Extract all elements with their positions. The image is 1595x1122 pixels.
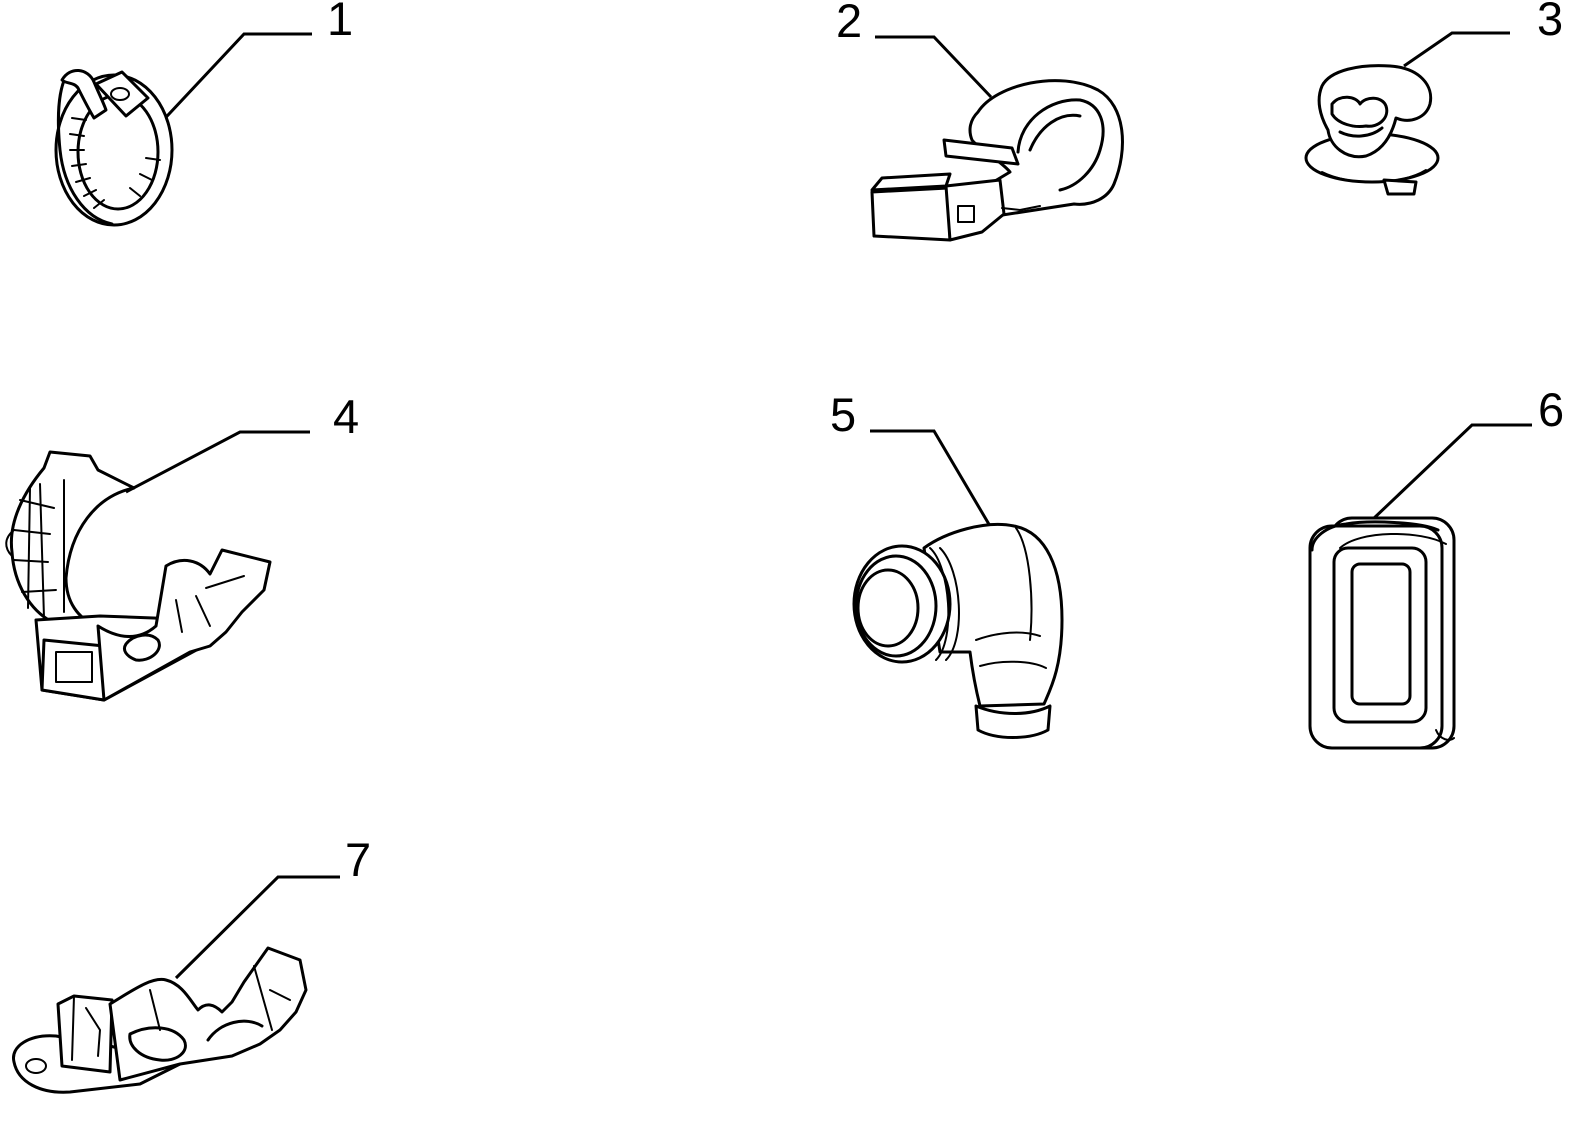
- leader-line-1: [152, 32, 312, 132]
- elbow-grommet-icon: [852, 522, 1064, 739]
- cable-clip-with-plug-icon: [870, 79, 1124, 242]
- part-7[interactable]: 7: [12, 833, 371, 1094]
- leader-line-6: [1370, 423, 1532, 522]
- part-3[interactable]: 3: [1304, 0, 1563, 196]
- part-1[interactable]: 1: [54, 0, 353, 227]
- hose-clamp-icon: [54, 69, 174, 227]
- pipe-holder-clip-icon: [5, 450, 272, 702]
- leader-line-3: [1403, 31, 1510, 68]
- part-2[interactable]: 2: [836, 0, 1124, 242]
- callout-number-7: 7: [345, 833, 371, 886]
- callout-number-2: 2: [836, 0, 862, 47]
- callout-number-6: 6: [1538, 383, 1564, 436]
- part-5[interactable]: 5: [830, 388, 1064, 739]
- rectangular-grommet-icon: [1308, 516, 1456, 750]
- leader-line-5: [870, 429, 992, 527]
- callout-number-4: 4: [333, 390, 359, 443]
- callout-number-1: 1: [327, 0, 353, 45]
- leader-line-2: [875, 35, 993, 99]
- part-6[interactable]: 6: [1308, 383, 1564, 750]
- callout-number-3: 3: [1537, 0, 1563, 45]
- leader-line-4: [125, 430, 310, 494]
- double-pipe-bracket-icon: [12, 946, 308, 1094]
- part-4[interactable]: 4: [5, 390, 359, 702]
- push-in-cable-clip-icon: [1304, 64, 1440, 196]
- callout-number-5: 5: [830, 388, 856, 441]
- leader-line-7: [174, 875, 340, 980]
